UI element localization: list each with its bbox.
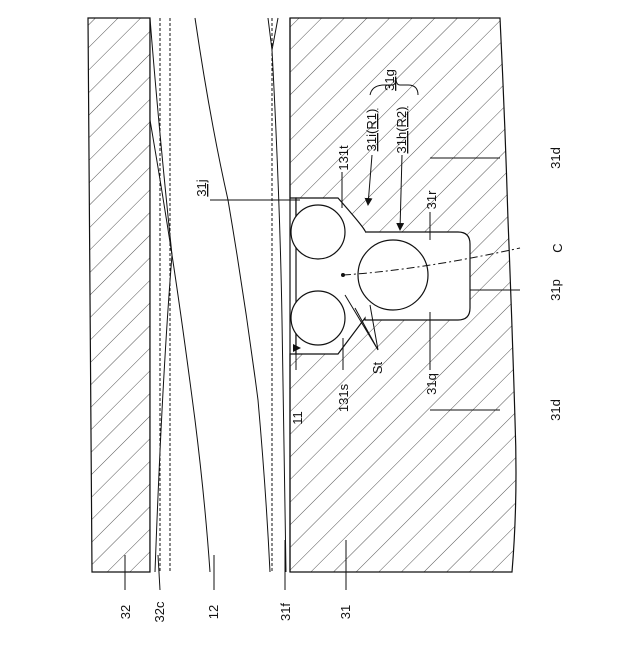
label-131t: 131t xyxy=(336,145,351,171)
strand-131t xyxy=(291,205,345,259)
label-31d-top: 31d xyxy=(548,147,563,169)
part-32-hatched xyxy=(88,18,150,572)
label-31r: 31r xyxy=(424,190,439,209)
label-31g: 31g xyxy=(382,69,397,91)
label-st: St xyxy=(370,361,385,374)
label-31f: 31f xyxy=(278,603,293,621)
strand-131s xyxy=(291,291,345,345)
label-31: 31 xyxy=(338,605,353,619)
label-31i-r1: 31i(R1) xyxy=(364,109,379,152)
tube-12 xyxy=(150,18,290,572)
label-32c: 32c xyxy=(152,601,167,622)
label-31d-bottom: 31d xyxy=(548,399,563,421)
label-12: 12 xyxy=(206,605,221,619)
label-32: 32 xyxy=(118,605,133,619)
label-31q: 31q xyxy=(424,373,439,395)
label-131s: 131s xyxy=(336,383,351,412)
label-31j: 31j xyxy=(194,179,209,196)
label-c: C xyxy=(550,243,565,252)
label-11: 11 xyxy=(290,411,305,425)
label-31p: 31p xyxy=(548,279,563,301)
label-31h-r2: 31h(R2) xyxy=(394,107,409,154)
strand-31h xyxy=(358,240,428,310)
